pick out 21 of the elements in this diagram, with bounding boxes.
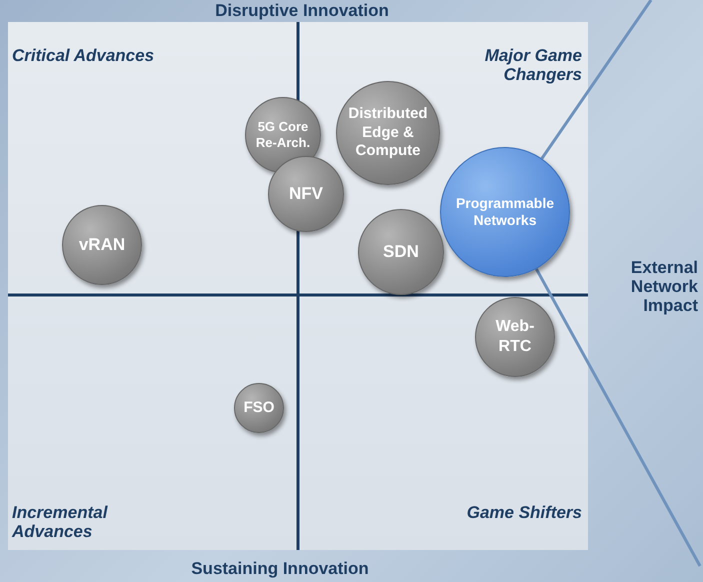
bubble-label: Web-RTC [494,317,536,357]
bubble-label: 5G Core Re-Arch. [254,118,312,152]
axis-label: Disruptive Innovation [214,1,390,20]
bubble-label: vRAN [78,234,126,256]
bubble-label: Distributed Edge & Compute [347,104,429,162]
callout-line [540,0,652,160]
bubble-label: FSO [244,398,274,418]
axis-label: Sustaining Innovation [190,559,370,578]
bubble [475,297,555,377]
axis-label: External Network Impact [630,258,698,315]
bubble-label: Programmable Networks [454,194,556,230]
bubble [440,147,570,277]
quadrant-label: Incremental Advances [12,503,109,541]
quadrant-label: Major Game Changers [484,46,582,84]
quadrant-label: Game Shifters [466,503,582,522]
quadrant-label: Critical Advances [12,46,156,65]
bubble [268,156,344,232]
bubble-label: NFV [289,183,323,205]
bubble [336,81,440,185]
bubble [234,383,284,433]
bubble-label: SDN [383,241,419,263]
